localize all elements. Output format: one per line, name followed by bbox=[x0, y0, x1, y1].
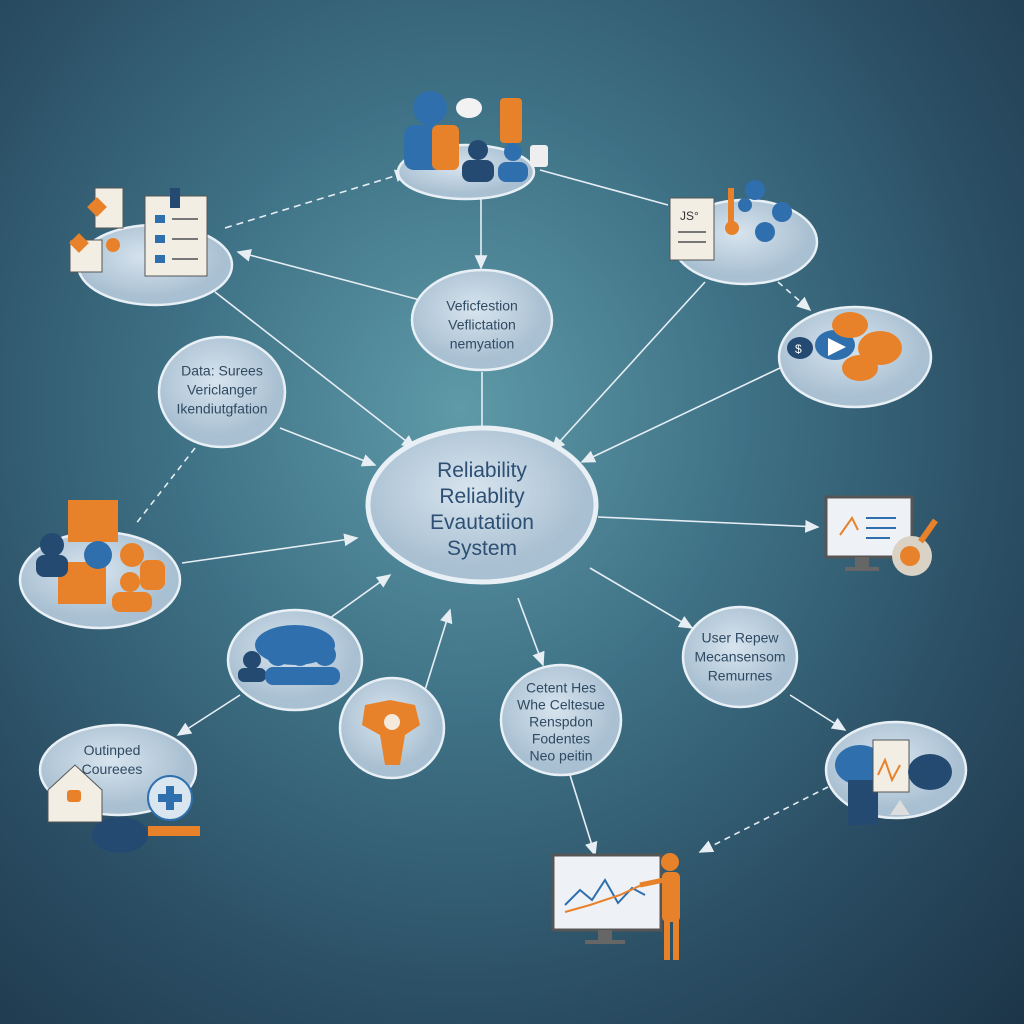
arrow bbox=[589, 567, 694, 629]
outsourced-label: Outinped Coureees bbox=[82, 741, 143, 779]
arrow bbox=[329, 574, 392, 619]
monitoring-team-icon bbox=[835, 739, 952, 825]
arrow bbox=[550, 281, 706, 452]
label-line: nemyation bbox=[449, 335, 515, 352]
center-node-label: Reliability Reliablity Evautatiion Syste… bbox=[430, 458, 534, 562]
svg-text:JS°: JS° bbox=[680, 209, 699, 223]
coins-icon: $ bbox=[787, 312, 902, 381]
resources-icon bbox=[36, 500, 165, 612]
label-line: Renspdon bbox=[529, 713, 593, 730]
code-document-icon: JS° bbox=[669, 180, 792, 261]
documents-icon bbox=[69, 187, 208, 277]
arrow bbox=[789, 694, 847, 731]
label-line: Outinped bbox=[83, 742, 141, 758]
label-line: Cetent Hes bbox=[525, 679, 597, 696]
center-label-line: Reliability bbox=[437, 459, 527, 482]
arrow bbox=[580, 367, 781, 463]
arrow bbox=[424, 608, 453, 691]
label-line: Neo peitin bbox=[529, 747, 593, 764]
verification-label: Veficfestion Veflictation nemyation bbox=[446, 297, 518, 354]
analytics-monitor-icon bbox=[824, 495, 938, 576]
arrow bbox=[698, 786, 829, 853]
connector-arrows bbox=[134, 169, 847, 857]
users-group-icon bbox=[238, 625, 340, 685]
arrow bbox=[176, 694, 241, 736]
label-line: Coureees bbox=[81, 761, 143, 777]
label-line: Veficfestion bbox=[446, 297, 518, 314]
data-sources-label: Data: Surees Vericlanger Ikendiutgfation bbox=[176, 362, 267, 419]
label-line: Fodentes bbox=[531, 730, 591, 747]
arrow bbox=[236, 249, 421, 301]
label-line: User Repew bbox=[701, 629, 779, 646]
center-node bbox=[365, 425, 599, 585]
label-line: Veflictation bbox=[448, 316, 516, 333]
user-review-node bbox=[681, 605, 799, 709]
label-line: Ikendiutgfation bbox=[176, 400, 268, 417]
verification-node bbox=[410, 268, 554, 372]
center-label-line: System bbox=[446, 537, 517, 560]
team-icon bbox=[404, 91, 548, 182]
label-line: Mecansensom bbox=[694, 648, 786, 665]
arrow bbox=[134, 447, 196, 526]
arrow bbox=[279, 427, 377, 467]
arrow bbox=[597, 516, 820, 533]
data-sources-node bbox=[157, 335, 287, 449]
label-line: Whe Celtesue bbox=[517, 696, 605, 713]
content-node bbox=[499, 663, 623, 777]
label-line: Data: Surees bbox=[181, 362, 263, 379]
arrow bbox=[569, 774, 598, 857]
arrow bbox=[224, 169, 410, 229]
arrow bbox=[181, 533, 359, 564]
presenter-monitor-icon bbox=[551, 853, 680, 960]
arrow bbox=[777, 281, 812, 312]
integration-icon bbox=[362, 700, 420, 765]
outsourced-icon bbox=[47, 764, 200, 853]
label-line: Remurnes bbox=[707, 667, 773, 684]
arrow bbox=[517, 597, 545, 667]
label-line: Vericlanger bbox=[186, 381, 258, 398]
center-label-line: Reliablity bbox=[439, 485, 525, 508]
content-label: Cetent Hes Whe Celtesue Renspdon Fodente… bbox=[517, 680, 605, 765]
arrow bbox=[539, 169, 669, 206]
user-review-label: User Repew Mecansensom Remurnes bbox=[694, 629, 785, 686]
center-label-line: Evautatiion bbox=[430, 511, 534, 534]
svg-text:$: $ bbox=[795, 342, 802, 356]
arrow bbox=[214, 291, 417, 449]
